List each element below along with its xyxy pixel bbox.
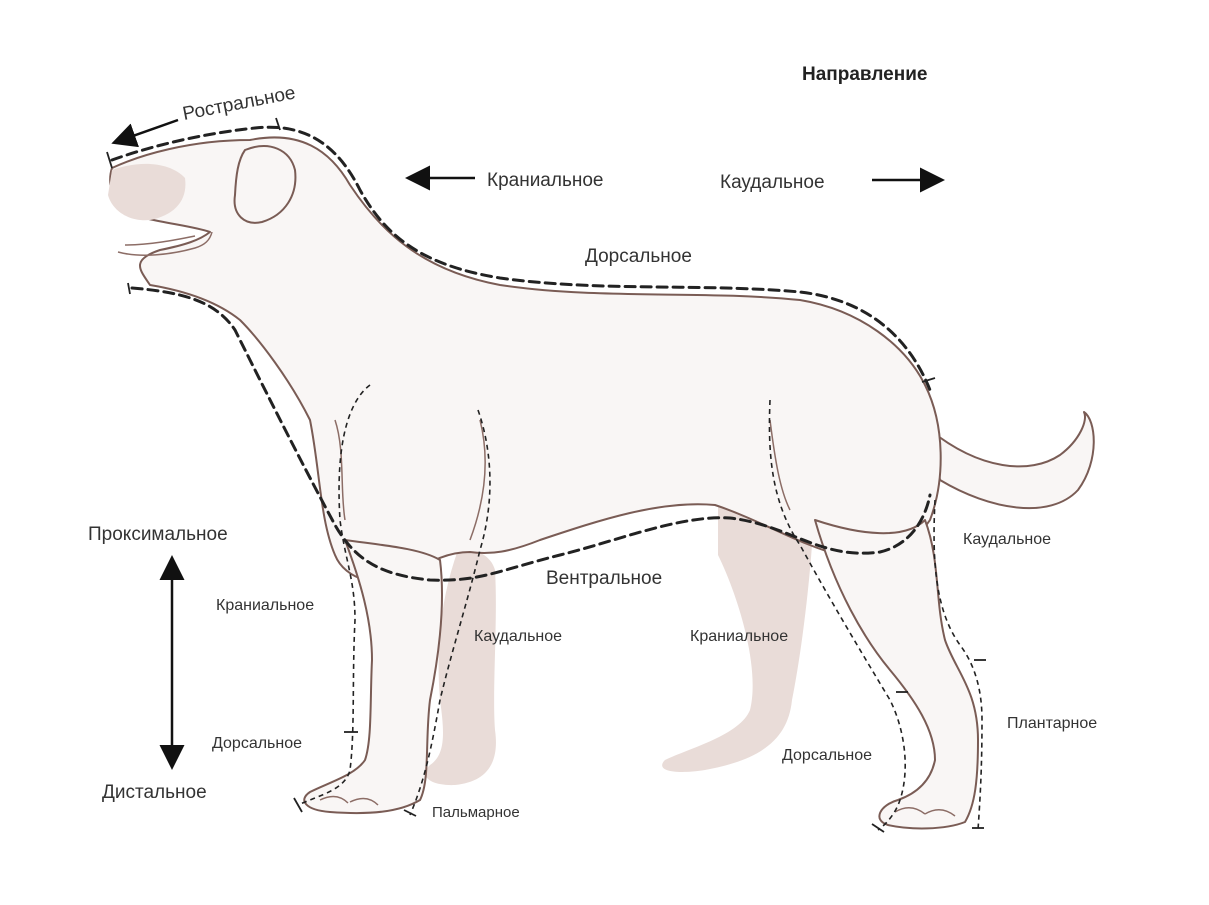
tick-foreleg-caudal-bottom	[404, 810, 416, 816]
label-dorsal-hindpaw: Дорсальное	[782, 747, 872, 764]
tick-forepaw-left	[294, 798, 302, 812]
label-caudal-foreleg: Каудальное	[474, 628, 562, 645]
tick-rump	[922, 378, 935, 382]
dog-near-hind-leg	[815, 520, 978, 828]
dog-near-fore-leg	[304, 540, 442, 813]
label-caudal-top: Каудальное	[720, 172, 825, 193]
diagram-title: Направление	[802, 64, 927, 85]
label-rostral: Ростральное	[181, 82, 297, 124]
label-cranial-top: Краниальное	[487, 170, 604, 191]
label-proximal: Проксимальное	[88, 524, 228, 545]
label-cranial-foreleg: Краниальное	[216, 597, 314, 614]
dog-illustration	[108, 137, 1094, 828]
label-dorsal-back: Дорсальное	[585, 246, 692, 267]
rostral-arrow	[116, 120, 178, 142]
label-ventral: Вентральное	[546, 568, 662, 589]
dog-tail	[930, 412, 1094, 508]
label-dorsal-forepaw: Дорсальное	[212, 735, 302, 752]
label-plantar: Плантарное	[1007, 715, 1097, 732]
label-palmar: Пальмарное	[432, 804, 520, 821]
label-caudal-hindleg: Каудальное	[963, 531, 1051, 548]
label-distal: Дистальное	[102, 782, 207, 803]
tick-hindpaw-front	[872, 824, 884, 832]
label-cranial-hindleg: Краниальное	[690, 628, 788, 645]
tick-throat	[128, 283, 130, 294]
